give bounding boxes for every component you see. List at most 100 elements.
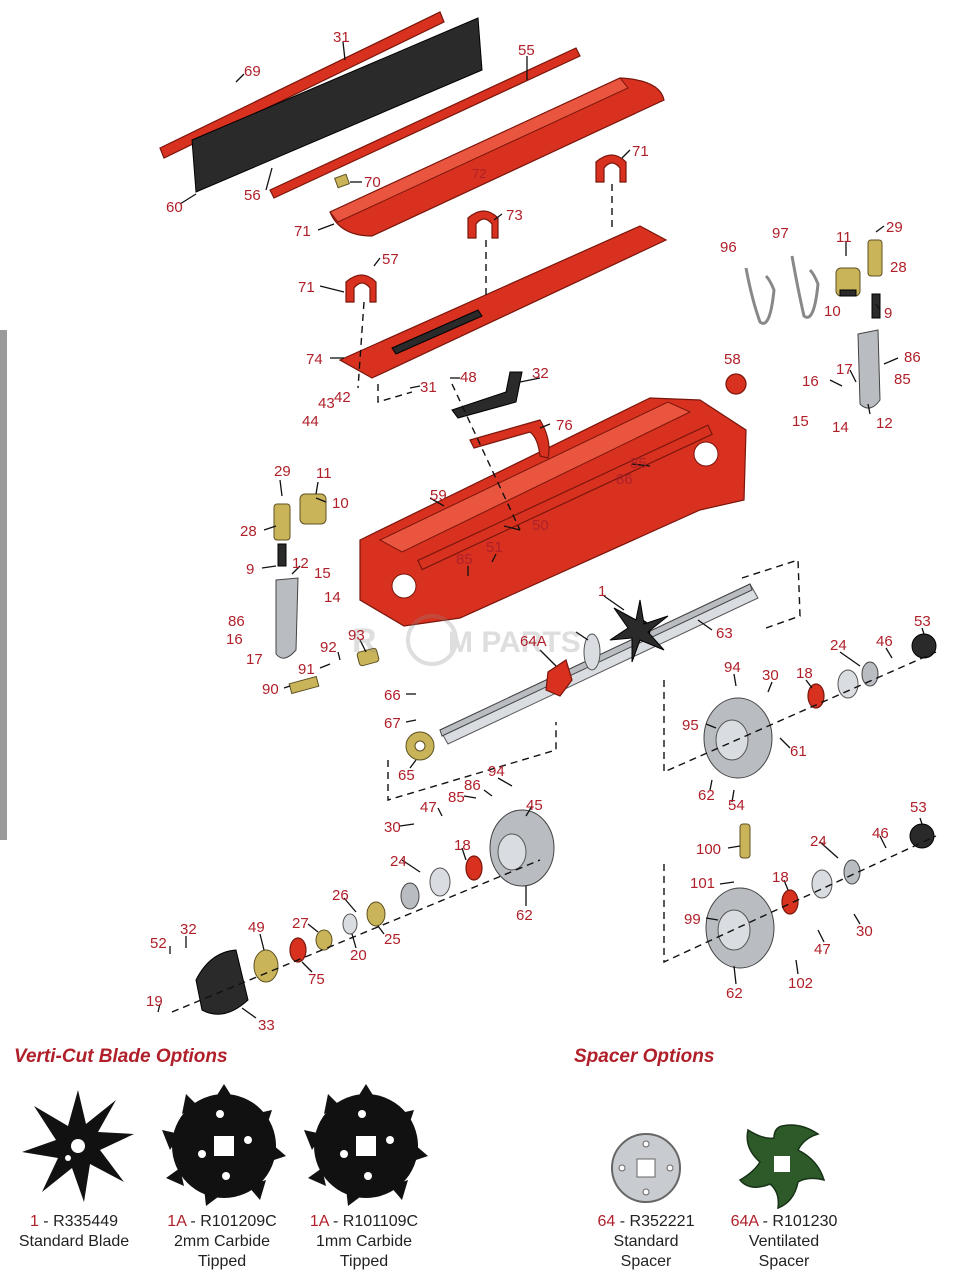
part-rod-55	[269, 47, 581, 199]
option-code: 1	[29, 1213, 39, 1230]
part-bracket-71c	[345, 274, 377, 303]
callout-label: 73	[506, 207, 523, 224]
part-washer-20	[342, 913, 358, 935]
watermark-left: R	[352, 622, 377, 660]
callout-label: 66	[384, 687, 401, 704]
callout-label: 31	[333, 29, 350, 46]
part-rubber-flap-60	[191, 17, 483, 193]
callout-label: 11	[316, 465, 332, 482]
callout-label: 72	[472, 166, 486, 181]
part-cap-53b	[909, 823, 935, 849]
callout-label: 31	[420, 379, 437, 396]
callout-label: 71	[632, 143, 649, 160]
option-code: 64	[597, 1213, 616, 1230]
spacer-option: 64A - R101230 Ventilated Spacer	[704, 1212, 864, 1272]
callout-label: 15	[314, 565, 331, 582]
part-arm-32	[451, 371, 523, 419]
callout-label: 71	[294, 223, 311, 240]
part-bolt-9a	[871, 293, 881, 319]
callout-label: 12	[292, 555, 309, 572]
blade-option: 1A - R101109C 1mm Carbide Tipped	[284, 1212, 444, 1272]
callout-label: 86	[228, 613, 245, 630]
part-bracket-76	[469, 419, 550, 459]
callout-label: 91	[298, 661, 315, 678]
callout-label: 94	[488, 763, 505, 780]
callout-label: 49	[248, 919, 265, 936]
part-spacer-64A	[545, 659, 573, 697]
callout-label: 10	[332, 495, 349, 512]
callout-label: 76	[556, 417, 573, 434]
watermark: R M PARTS	[352, 614, 581, 666]
part-housing-45	[489, 809, 555, 887]
callout-label: 42	[334, 389, 351, 406]
callout-label: 47	[814, 941, 831, 958]
callout-label: 71	[298, 279, 315, 296]
callout-label: 16	[226, 631, 243, 648]
callout-label: 62	[698, 787, 715, 804]
option-part-number: R335449	[53, 1213, 119, 1230]
part-bearing-24a	[837, 661, 879, 699]
callout-label: 101	[690, 875, 715, 892]
part-strip-31	[159, 11, 445, 159]
callout-label: 1	[598, 583, 606, 600]
callout-label: 12	[876, 415, 893, 432]
option-line2: Spacer	[758, 1253, 810, 1270]
callout-label: 85	[630, 455, 647, 472]
option-part-number: R101230	[772, 1213, 838, 1230]
screen-edge-bar	[0, 330, 7, 840]
spacer-options-title: Spacer Options	[574, 1046, 715, 1067]
callout-label: 75	[308, 971, 325, 988]
part-housing-99	[705, 887, 775, 969]
callout-label: 17	[246, 651, 263, 668]
part-bracket-71b	[467, 210, 499, 239]
dashed-assembly-lines	[171, 184, 937, 1013]
callout-label: 53	[910, 799, 927, 816]
option-code: 1A	[309, 1213, 329, 1230]
callout-label: 18	[772, 869, 789, 886]
callout-label: 9	[884, 305, 892, 322]
callout-label: 48	[460, 369, 477, 386]
callout-label: 62	[726, 985, 743, 1002]
callout-label: 46	[876, 633, 893, 650]
ventilated-spacer-image	[738, 1124, 826, 1210]
callout-label: 94	[724, 659, 741, 676]
callout-label: 44	[302, 413, 319, 430]
callout-label: 27	[292, 915, 309, 932]
option-line1: Ventilated	[748, 1233, 820, 1250]
part-bolt-90	[288, 675, 320, 695]
callout-labels: 31 55 69 60 56 70 72 71 73 71 57 71 74 9…	[146, 29, 931, 1034]
callout-label: 29	[274, 463, 291, 480]
carbide-2mm-blade-image	[162, 1084, 286, 1206]
callout-label: 14	[324, 589, 341, 606]
option-line1: Standard	[613, 1233, 679, 1250]
option-line1: Standard Blade	[18, 1233, 130, 1250]
callout-label: 24	[830, 637, 847, 654]
callout-label: 57	[382, 251, 399, 268]
callout-label: 56	[244, 187, 261, 204]
callout-label: 11	[836, 229, 852, 246]
callout-label: 65	[398, 767, 415, 784]
part-seal-75	[289, 937, 307, 963]
callout-label: 33	[258, 1017, 275, 1034]
option-line1: 2mm Carbide	[173, 1233, 271, 1250]
part-blade-1	[609, 599, 669, 663]
callout-label: 86	[904, 349, 921, 366]
part-adjuster-28a	[867, 239, 883, 277]
callout-label: 99	[684, 911, 701, 928]
callout-label: 61	[790, 743, 807, 760]
part-arm-12b	[275, 577, 299, 659]
part-nut-27	[315, 929, 333, 951]
standard-spacer-image	[611, 1133, 681, 1203]
callout-label: 26	[332, 887, 349, 904]
callout-label: 19	[146, 993, 163, 1010]
callout-label: 30	[856, 923, 873, 940]
callout-label: 102	[788, 975, 813, 992]
callout-label: 51	[486, 539, 503, 556]
part-shield-73	[329, 77, 665, 237]
callout-label: 85	[456, 551, 473, 568]
part-frame-59	[359, 397, 747, 627]
callout-label: 85	[894, 371, 911, 388]
option-line2: Tipped	[197, 1253, 247, 1270]
option-code: 64A	[730, 1213, 759, 1230]
part-spacer-64	[583, 633, 601, 671]
